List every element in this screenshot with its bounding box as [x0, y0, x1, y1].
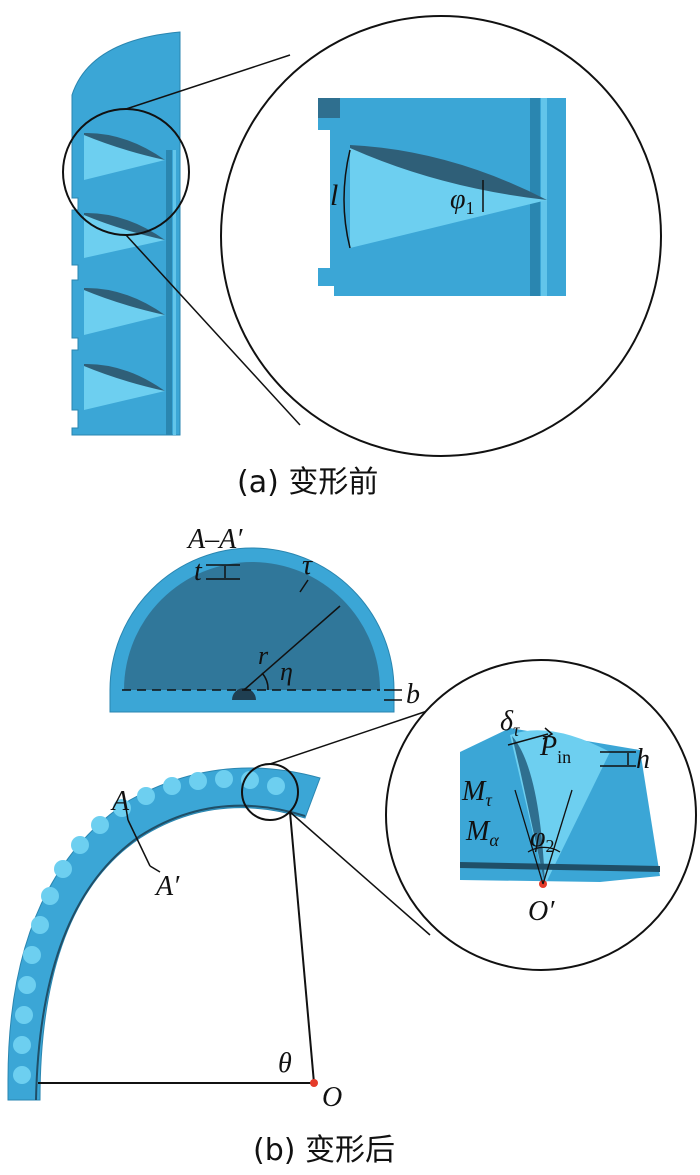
label-o: O — [322, 1082, 342, 1113]
zoom-line-top-b — [269, 704, 446, 765]
curved-cells — [13, 770, 285, 1084]
label-mtau: Mτ — [461, 776, 492, 810]
label-l: l — [330, 179, 338, 212]
panel-b: θ O A A′ δτ Pin h Mτ Mα φ2 O′ — [7, 659, 697, 1113]
strip-groove — [166, 150, 172, 435]
label-b: b — [406, 679, 420, 710]
length-arc-l — [343, 149, 351, 249]
label-delta: δτ — [500, 706, 520, 740]
label-theta: θ — [278, 1048, 292, 1079]
label-Aprime: A′ — [154, 871, 180, 902]
label-r: r — [258, 641, 269, 670]
panel-section: r η A–A′ t τ b — [109, 524, 420, 713]
caption-b: (b) 变形后 — [253, 1133, 395, 1168]
label-eta: η — [280, 657, 293, 686]
label-tau: τ — [302, 550, 313, 581]
zoom-circle-big-a — [220, 15, 662, 457]
strip-cells — [84, 132, 165, 410]
strip-inner-edge — [35, 804, 306, 1101]
label-pin: Pin — [539, 731, 571, 767]
label-A: A — [110, 786, 130, 817]
label-oprime: O′ — [528, 896, 555, 927]
label-phi2: φ2 — [530, 822, 555, 856]
label-malpha: Mα — [465, 816, 499, 850]
eta-arc — [261, 672, 269, 691]
zoom-line-top-a — [125, 54, 291, 110]
label-t: t — [194, 556, 203, 587]
curved-strip — [7, 767, 321, 1101]
section-center-bump — [232, 688, 256, 700]
panel-a: l φ1 — [62, 15, 662, 457]
caption-a: (a) 变形前 — [237, 465, 378, 500]
zoom-line-bottom-b — [289, 811, 431, 936]
strip-groove-light — [173, 150, 176, 435]
zoom-line-bottom-a — [125, 234, 301, 426]
label-section: A–A′ — [186, 524, 243, 555]
zoom-circle-big-b — [385, 659, 697, 971]
center-point-o — [310, 1079, 318, 1087]
tip-radius-line — [289, 811, 315, 1084]
label-phi1: φ1 — [450, 184, 475, 218]
label-h: h — [636, 744, 650, 775]
radius-line — [243, 605, 341, 691]
section-inner — [124, 562, 380, 690]
zoom-detail-a — [318, 98, 566, 296]
